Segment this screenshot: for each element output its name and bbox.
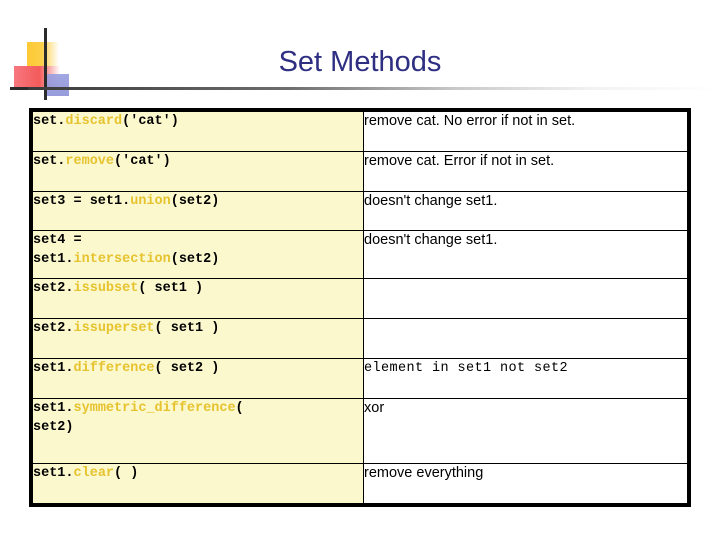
- code-suffix: ( set1 ): [154, 321, 220, 336]
- code-cell: set4 = set1.intersection(set2): [32, 230, 364, 279]
- code-suffix: (set2): [170, 194, 220, 209]
- code-cell: set.remove('cat'): [32, 151, 364, 192]
- method-name: issubset: [73, 281, 139, 296]
- code-suffix: ( set1 ): [138, 281, 204, 296]
- description-cell: [363, 278, 688, 319]
- method-name: symmetric_difference: [73, 401, 236, 416]
- set-methods-table: set.discard('cat') remove cat. No error …: [29, 108, 691, 507]
- code-cell: set3 = set1.union(set2): [32, 191, 364, 231]
- code-prefix: set1.: [33, 401, 74, 416]
- code-prefix: set1.: [33, 466, 74, 481]
- table-row: set.discard('cat') remove cat. No error …: [32, 111, 688, 152]
- description-cell: [363, 318, 688, 359]
- method-name: union: [130, 194, 171, 209]
- method-name: issuperset: [73, 321, 155, 336]
- table-row: set2.issubset( set1 ): [32, 278, 688, 319]
- description-cell: doesn't change set1.: [363, 191, 688, 231]
- code-suffix: (set2): [170, 252, 220, 267]
- table-row: set.remove('cat') remove cat. Error if n…: [32, 151, 688, 192]
- code-cell: set1.difference( set2 ): [32, 358, 364, 399]
- description-cell: xor: [363, 398, 688, 464]
- method-name: intersection: [73, 252, 171, 267]
- method-name: remove: [65, 154, 115, 169]
- code-prefix: set1.: [33, 361, 74, 376]
- code-suffix: ('cat'): [114, 154, 171, 169]
- table-row: set3 = set1.union(set2) doesn't change s…: [32, 191, 688, 231]
- page-title: Set Methods: [278, 46, 442, 78]
- table-row: set2.issuperset( set1 ): [32, 318, 688, 359]
- table-row: set1.clear( ) remove everything: [32, 463, 688, 504]
- table-row: set1.difference( set2 ) element in set1 …: [32, 358, 688, 399]
- table-row: set4 = set1.intersection(set2) doesn't ch…: [32, 230, 688, 279]
- decorative-corner-graphic: [0, 0, 140, 110]
- method-name: clear: [73, 466, 115, 481]
- code-suffix: ('cat'): [122, 114, 179, 129]
- description-cell: remove cat. No error if not in set.: [363, 111, 688, 152]
- vertical-accent-line: [44, 28, 47, 100]
- blue-square-icon: [47, 74, 69, 96]
- code-cell: set.discard('cat'): [32, 111, 364, 152]
- description-cell: remove everything: [363, 463, 688, 504]
- method-name: discard: [65, 114, 123, 129]
- description-cell: element in set1 not set2: [363, 358, 688, 399]
- code-cell: set1.symmetric_difference( set2): [32, 398, 364, 464]
- code-prefix: set2.: [33, 321, 74, 336]
- code-suffix: (: [235, 401, 244, 416]
- code-prefix: set.: [33, 114, 66, 129]
- code-cell: set2.issubset( set1 ): [32, 278, 364, 319]
- table-row: set1.symmetric_difference( set2) xor: [32, 398, 688, 464]
- code-prefix: set.: [33, 154, 66, 169]
- code-prefix: set4 =: [33, 233, 82, 248]
- method-name: difference: [73, 361, 155, 376]
- code-suffix: ( ): [114, 466, 139, 481]
- code-prefix-line2: set1.: [33, 252, 74, 267]
- code-cell: set2.issuperset( set1 ): [32, 318, 364, 359]
- description-cell: remove cat. Error if not in set.: [363, 151, 688, 192]
- description-cell: doesn't change set1.: [363, 230, 688, 279]
- code-prefix: set3 = set1.: [33, 194, 131, 209]
- code-cell: set1.clear( ): [32, 463, 364, 504]
- code-prefix: set2.: [33, 281, 74, 296]
- code-suffix-line2: set2): [33, 420, 74, 435]
- code-suffix: ( set2 ): [154, 361, 220, 376]
- title-divider-rule: [28, 87, 718, 90]
- table-body: set.discard('cat') remove cat. No error …: [32, 111, 688, 504]
